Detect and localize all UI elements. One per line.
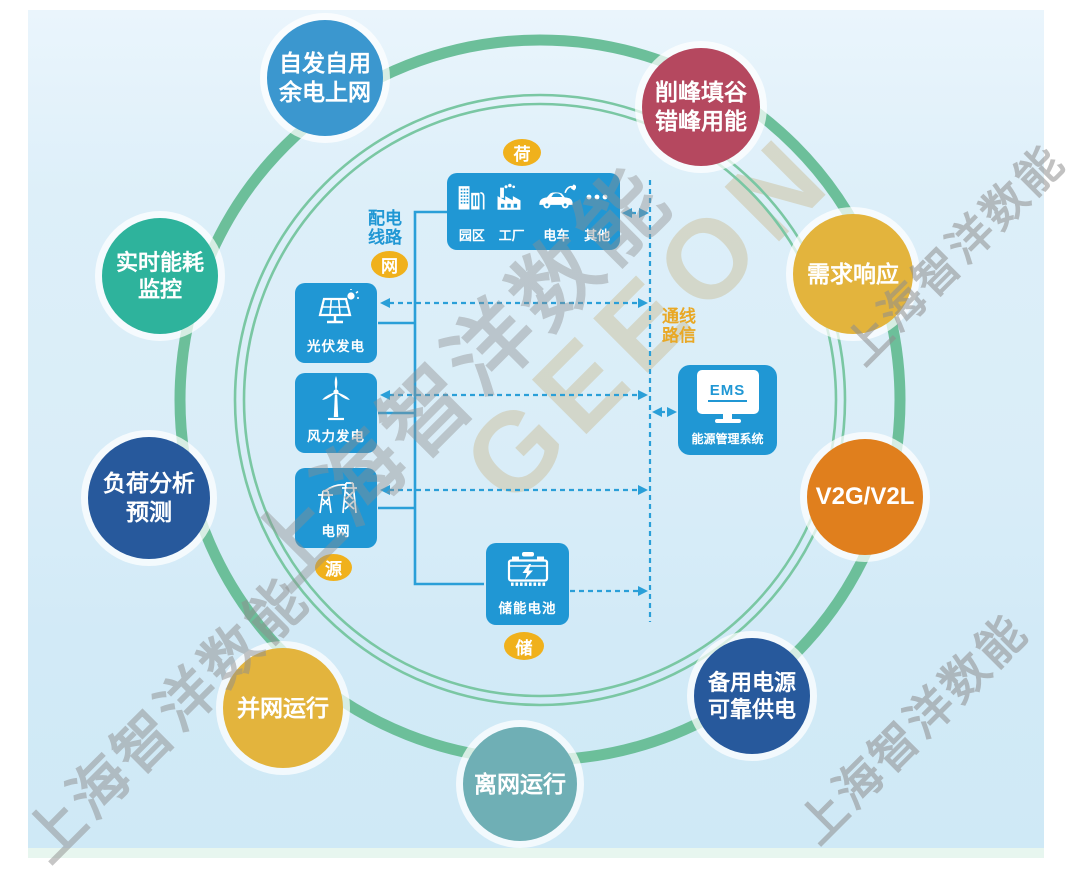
tag-storage: 储 bbox=[504, 632, 544, 660]
load-unit-factory: 工厂 bbox=[495, 181, 529, 244]
load-unit-campus: 园区 bbox=[457, 181, 487, 244]
ring-item-label: 削峰填谷 错峰用能 bbox=[655, 79, 747, 134]
load-item-label: 电车 bbox=[543, 228, 570, 243]
source-box-label: 光伏发电 bbox=[307, 339, 365, 354]
wind-box: 风力发电 bbox=[295, 373, 377, 453]
factory-icon bbox=[497, 183, 521, 210]
ring-item-load-analysis: 负荷分析 预测 bbox=[88, 437, 210, 559]
ring-item-self-use: 自发自用 余电上网 bbox=[267, 20, 383, 136]
ring-item-backup-power: 备用电源 可靠供电 bbox=[694, 638, 810, 754]
bottom-strip bbox=[28, 848, 1044, 858]
ring-item-label: 并网运行 bbox=[237, 694, 329, 721]
storage-box-label: 储能电池 bbox=[498, 601, 557, 616]
wind-turbine-icon bbox=[322, 376, 350, 421]
ring-item-label: 备用电源 可靠供电 bbox=[707, 669, 796, 722]
ev-car-icon bbox=[539, 184, 577, 209]
load-box: 园区 工厂 电车 bbox=[447, 173, 620, 250]
ring-item-peak-shaving: 削峰填谷 错峰用能 bbox=[642, 48, 760, 166]
solar-panel-icon bbox=[318, 289, 359, 324]
ring-item-label: 自发自用 余电上网 bbox=[279, 50, 371, 105]
ring-item-label: 实时能耗 监控 bbox=[115, 249, 204, 302]
load-item-label: 工厂 bbox=[498, 228, 525, 243]
ellipsis-icon bbox=[586, 194, 608, 200]
source-box-label: 风力发电 bbox=[307, 429, 365, 444]
source-box-label: 电网 bbox=[321, 524, 351, 539]
ems-box-label: 能源管理系统 bbox=[691, 432, 764, 446]
tag-load: 荷 bbox=[503, 139, 541, 166]
storage-battery-box: 储能电池 bbox=[486, 543, 569, 625]
arrowheads bbox=[380, 208, 677, 596]
ems-monitor-icon: EMS bbox=[696, 365, 759, 430]
ring-item-demand-response: 需求响应 bbox=[793, 214, 913, 334]
ring-item-label: V2G/V2L bbox=[815, 483, 915, 511]
ring-item-label: 负荷分析 预测 bbox=[103, 470, 195, 525]
comm-dashed-arrows bbox=[389, 211, 668, 593]
power-bus-line bbox=[378, 210, 484, 586]
ring-item-v2g-v2l: V2G/V2L bbox=[807, 439, 923, 555]
comm-line-label: 通线 路信 bbox=[662, 307, 696, 345]
campus-buildings-icon bbox=[458, 186, 485, 210]
load-unit-ev: 电车 bbox=[536, 181, 577, 244]
solar-box: 光伏发电 bbox=[295, 283, 377, 363]
load-item-label: 其他 bbox=[584, 228, 611, 243]
ring-item-energy-monitoring: 实时能耗 监控 bbox=[102, 218, 218, 334]
power-grid-icon bbox=[318, 482, 357, 514]
load-unit-other: 其他 bbox=[584, 181, 610, 244]
tag-source: 源 bbox=[315, 554, 352, 581]
distribution-line-label: 配电 线路 bbox=[368, 209, 402, 247]
inner-ring-outer-line bbox=[233, 93, 847, 707]
ring-item-grid-connected: 并网运行 bbox=[223, 648, 343, 768]
storage-battery-icon bbox=[507, 552, 548, 586]
grid-box: 电网 bbox=[295, 468, 377, 548]
ring-item-label: 需求响应 bbox=[807, 260, 899, 287]
ring-item-off-grid: 离网运行 bbox=[463, 727, 577, 841]
ems-box: EMS 能源管理系统 bbox=[678, 365, 777, 455]
load-item-label: 园区 bbox=[458, 228, 485, 243]
tag-network: 网 bbox=[371, 251, 408, 278]
inner-ring-inner-line bbox=[242, 102, 838, 698]
ring-item-label: 离网运行 bbox=[474, 770, 566, 797]
ems-screen-text: EMS bbox=[707, 382, 748, 403]
